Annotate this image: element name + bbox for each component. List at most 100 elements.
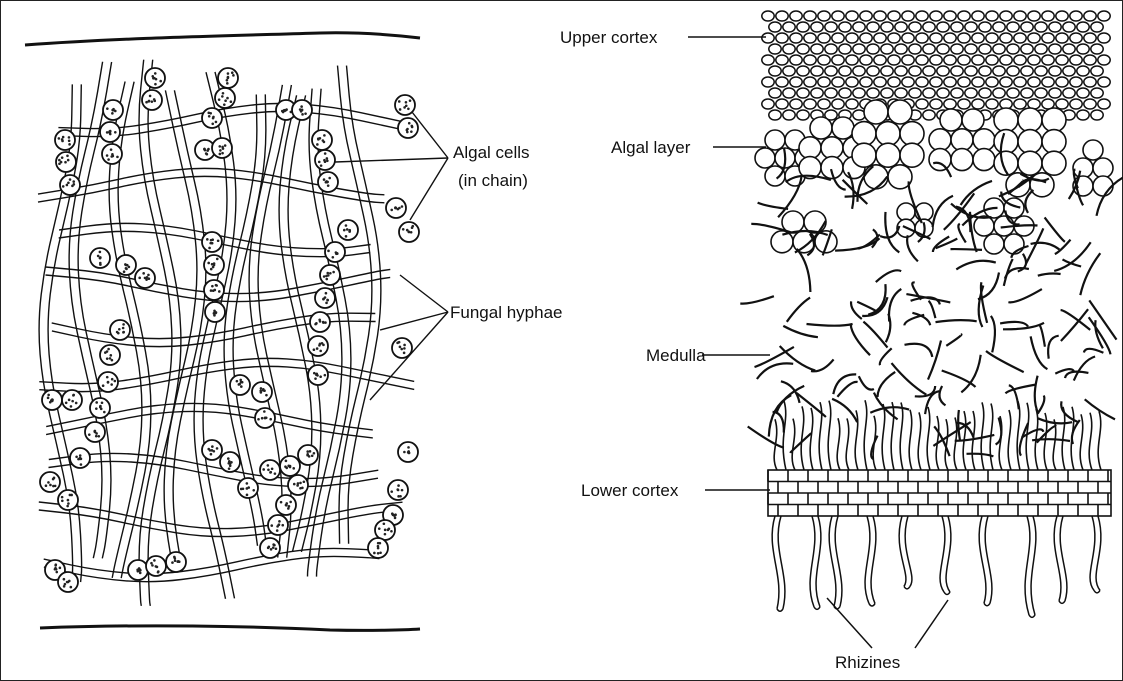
cortex-cell bbox=[867, 44, 879, 54]
algal-cell-granule bbox=[58, 159, 61, 162]
cortex-cell bbox=[818, 99, 830, 109]
cortex-cell bbox=[1000, 33, 1012, 43]
cortex-cell bbox=[1000, 11, 1012, 21]
rhizine-wall bbox=[1096, 516, 1101, 590]
medulla-filament bbox=[1071, 407, 1074, 470]
algal-layer-cell bbox=[940, 109, 962, 131]
algal-cell-granule bbox=[384, 529, 387, 532]
algal-cell-granule bbox=[238, 383, 241, 386]
algal-cell-granule bbox=[401, 205, 404, 208]
cortex-cell bbox=[846, 77, 858, 87]
algal-cell-granule bbox=[138, 569, 141, 572]
algal-cell-granule bbox=[209, 242, 212, 245]
medulla-hypha bbox=[868, 284, 885, 315]
algal-cell-granule bbox=[398, 100, 401, 103]
cortex-cell bbox=[888, 55, 900, 65]
algal-cell-granule bbox=[261, 417, 264, 420]
algal-cell-granule bbox=[409, 99, 412, 102]
algal-cell-granule bbox=[348, 229, 351, 232]
cortex-cell bbox=[1084, 55, 1096, 65]
algal-cell-granule bbox=[206, 153, 209, 156]
algal-layer-cell bbox=[755, 148, 775, 168]
algal-cell-granule bbox=[325, 302, 328, 305]
algal-cell-granule bbox=[239, 379, 242, 382]
algal-cell-granule bbox=[67, 159, 70, 162]
algal-cell-granule bbox=[322, 298, 325, 301]
algal-cell-granule bbox=[267, 468, 270, 471]
cortex-cell bbox=[867, 88, 879, 98]
algal-cell-granule bbox=[222, 92, 225, 95]
cortex-cell bbox=[1007, 22, 1019, 32]
cortex-cell bbox=[1014, 77, 1026, 87]
algal-cell-granule bbox=[50, 399, 53, 402]
algal-cell-granule bbox=[159, 80, 162, 83]
hypha-wall bbox=[139, 60, 172, 606]
medulla-hypha bbox=[1089, 300, 1116, 339]
cortex-cell bbox=[1084, 99, 1096, 109]
algal-cell-granule bbox=[299, 487, 302, 490]
cortex-cell bbox=[1077, 66, 1089, 76]
cortex-cell bbox=[818, 11, 830, 21]
algal-layer-cell bbox=[810, 117, 832, 139]
algal-layer-cell bbox=[1004, 234, 1024, 254]
cortex-cell bbox=[804, 77, 816, 87]
cortex-cell bbox=[1098, 55, 1110, 65]
algal-cell-granule bbox=[62, 136, 65, 139]
algal-cell-granule bbox=[153, 77, 156, 80]
medulla-filament bbox=[990, 403, 993, 470]
left-panel: Algal cells (in chain) Fungal hyphae bbox=[25, 33, 562, 631]
algal-cell-granule bbox=[72, 394, 75, 397]
cortex-cell bbox=[930, 33, 942, 43]
cortex-cell bbox=[1063, 44, 1075, 54]
algal-cell-granule bbox=[408, 452, 411, 455]
medulla-filament bbox=[801, 406, 804, 470]
cortex-cell bbox=[874, 11, 886, 21]
cortex-cell bbox=[965, 44, 977, 54]
algal-cell-granule bbox=[157, 571, 160, 574]
cortex-cell bbox=[804, 33, 816, 43]
algal-cell-granule bbox=[246, 482, 249, 485]
medulla-hypha bbox=[807, 324, 853, 326]
medulla-filament bbox=[1017, 401, 1020, 470]
algal-cell-granule bbox=[410, 130, 413, 133]
cortex-cell bbox=[860, 33, 872, 43]
cortex-cell bbox=[881, 66, 893, 76]
algal-cell-granule bbox=[246, 494, 249, 497]
algal-cell-granule bbox=[218, 98, 221, 101]
medulla-hypha bbox=[780, 346, 816, 371]
cortex-cell bbox=[1007, 66, 1019, 76]
algal-layer-cell bbox=[1093, 176, 1113, 196]
cortex-cell bbox=[1021, 88, 1033, 98]
cortex-cell bbox=[979, 66, 991, 76]
algal-cell-granule bbox=[328, 177, 331, 180]
algal-cell-granule bbox=[324, 374, 327, 377]
cortex-cell bbox=[944, 99, 956, 109]
algal-cell-granule bbox=[226, 82, 229, 85]
algal-layer-cell bbox=[799, 137, 821, 159]
algal-cell-granule bbox=[394, 206, 397, 209]
medulla-filament bbox=[927, 407, 930, 470]
medulla-hypha bbox=[843, 180, 868, 204]
medulla-hypha bbox=[859, 376, 874, 389]
cortex-cell bbox=[972, 77, 984, 87]
algal-cell-granule bbox=[232, 74, 235, 77]
cortex-cell bbox=[839, 44, 851, 54]
algal-cell-granule bbox=[70, 405, 73, 408]
cortex-cell bbox=[958, 55, 970, 65]
algal-cell-granule bbox=[55, 571, 58, 574]
algal-cell-granule bbox=[315, 372, 318, 375]
cortex-cell bbox=[1049, 88, 1061, 98]
algal-cell bbox=[60, 175, 80, 195]
right-panel: Upper cortex Algal layer Medulla Lower c… bbox=[560, 11, 1123, 672]
algal-cell-granule bbox=[226, 79, 229, 82]
algal-cell-granule bbox=[145, 101, 148, 104]
algal-cell-granule bbox=[332, 256, 335, 259]
algal-cell-granule bbox=[260, 387, 263, 390]
cortex-cell bbox=[797, 22, 809, 32]
algal-cell-granule bbox=[296, 484, 299, 487]
cortex-cell bbox=[958, 11, 970, 21]
algal-cell-granule bbox=[123, 270, 126, 273]
cortex-cell bbox=[923, 88, 935, 98]
algal-cell-granule bbox=[269, 471, 272, 474]
